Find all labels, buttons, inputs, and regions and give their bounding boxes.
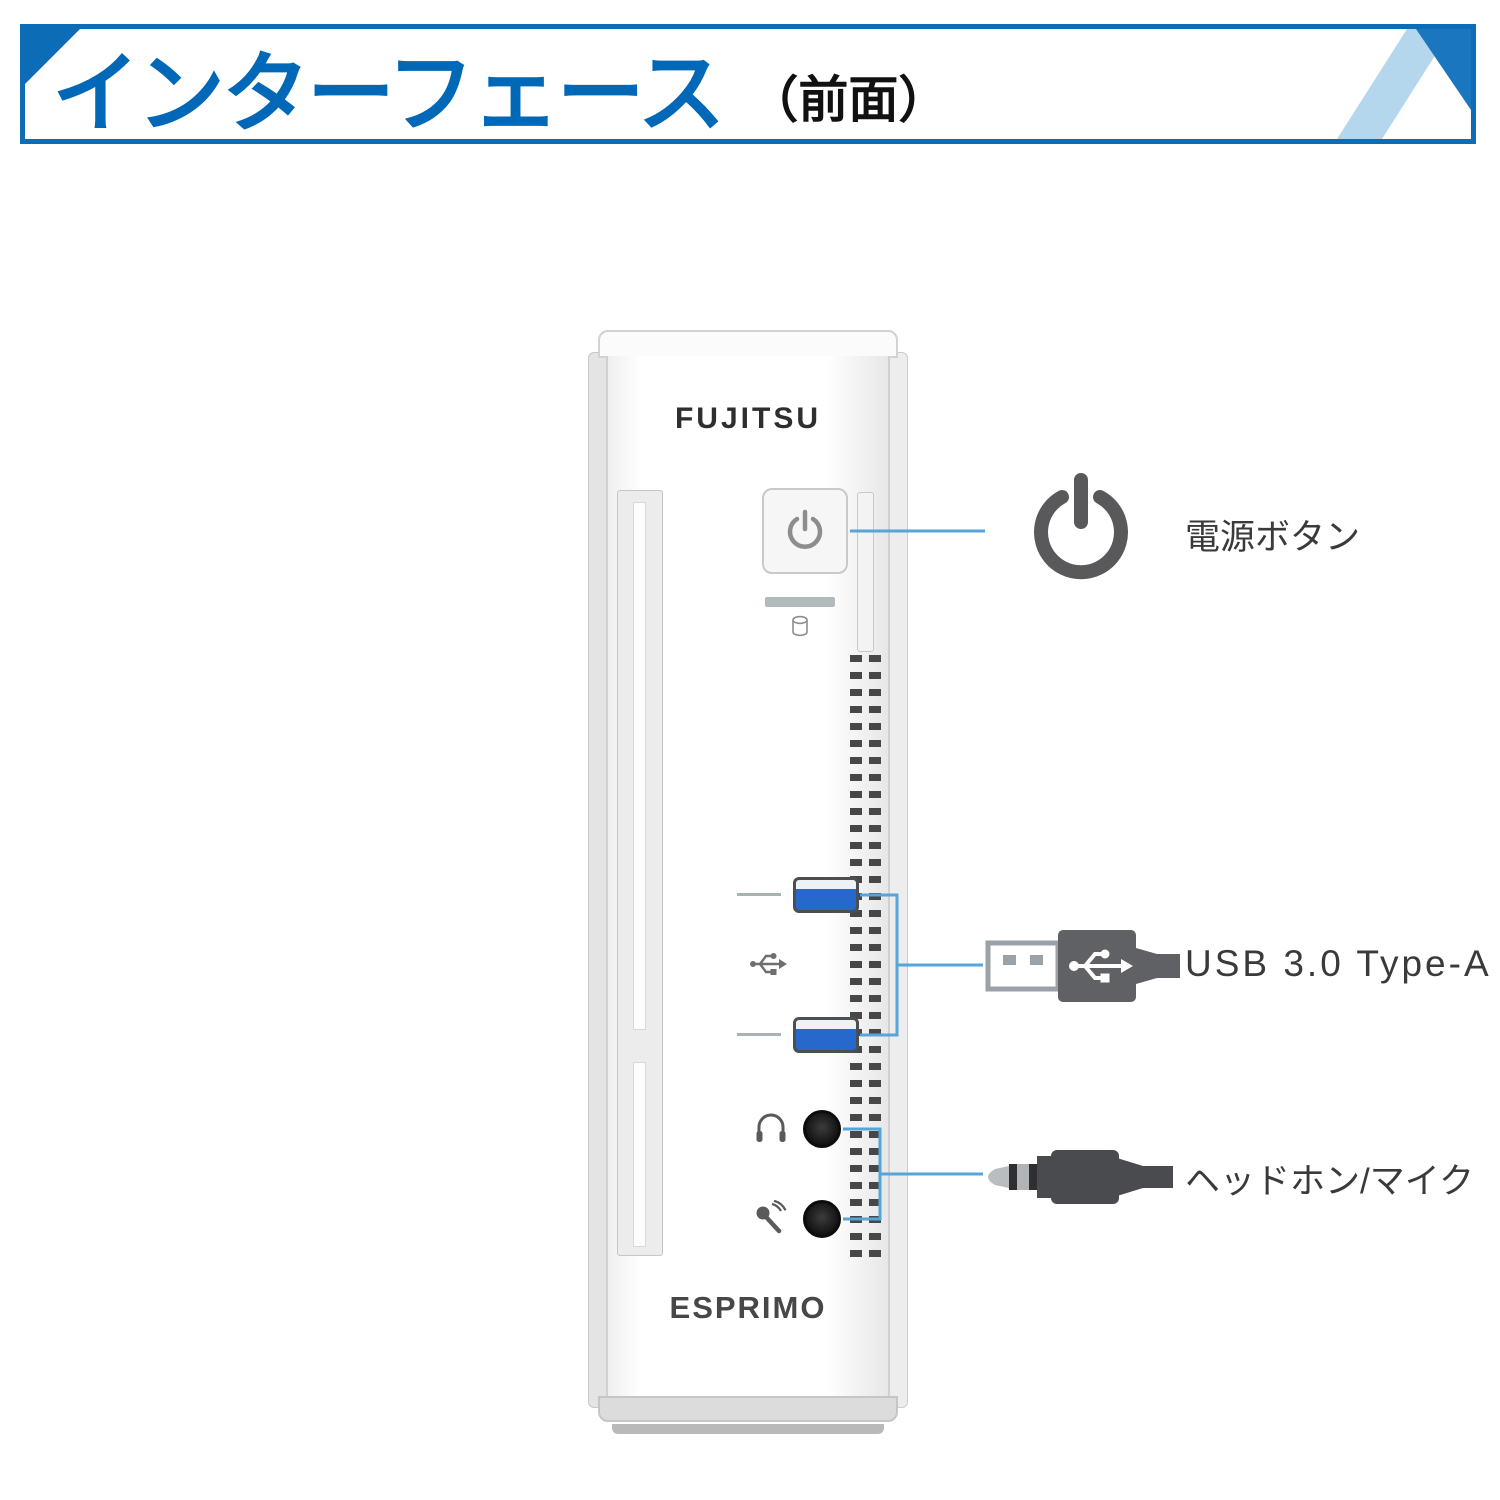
usb-symbol-icon bbox=[750, 953, 787, 975]
audio-callout-label: ヘッドホン/マイク bbox=[1185, 1162, 1475, 1201]
tower-base bbox=[598, 1396, 898, 1422]
tower-top-cap bbox=[598, 330, 898, 358]
vent-grille bbox=[850, 655, 882, 1267]
page-title: インターフェース bbox=[52, 43, 725, 143]
headphone-icon bbox=[756, 1113, 786, 1142]
esprimo-logo: ESPRIMO bbox=[669, 1290, 827, 1325]
microphone-icon bbox=[756, 1200, 787, 1234]
headphone-jack bbox=[803, 1110, 841, 1148]
power-callout-icon bbox=[1034, 473, 1128, 580]
audio-plug-icon bbox=[988, 1150, 1173, 1204]
usb-port-marker-bottom bbox=[737, 1033, 781, 1036]
usb-port-1 bbox=[793, 877, 859, 913]
disk-icon bbox=[792, 615, 808, 637]
optical-drive-bezel-lower bbox=[633, 1062, 646, 1247]
usb-port-marker-top bbox=[737, 893, 781, 896]
microphone-jack bbox=[803, 1200, 841, 1238]
tower-left-edge bbox=[588, 352, 608, 1408]
header-frame bbox=[20, 24, 1476, 144]
fujitsu-logo: FUJITSU bbox=[674, 402, 821, 435]
usb-plug-icon bbox=[985, 930, 1180, 1002]
disk-activity-indicator bbox=[765, 597, 835, 607]
power-button bbox=[762, 488, 848, 574]
usb-port-2 bbox=[793, 1017, 859, 1053]
power-callout-label: 電源ボタン bbox=[1185, 518, 1361, 557]
page-header: インターフェース （前面） bbox=[52, 26, 948, 140]
optical-drive-bezel-upper bbox=[633, 502, 646, 1030]
tower-right-edge bbox=[888, 352, 908, 1408]
tower-base-shadow bbox=[612, 1424, 884, 1434]
usb-callout-label: USB 3.0 Type-A bbox=[1185, 943, 1492, 984]
page-subtitle: （前面） bbox=[748, 72, 949, 128]
power-symbol-icon bbox=[787, 509, 823, 549]
sd-card-slot bbox=[857, 492, 874, 652]
